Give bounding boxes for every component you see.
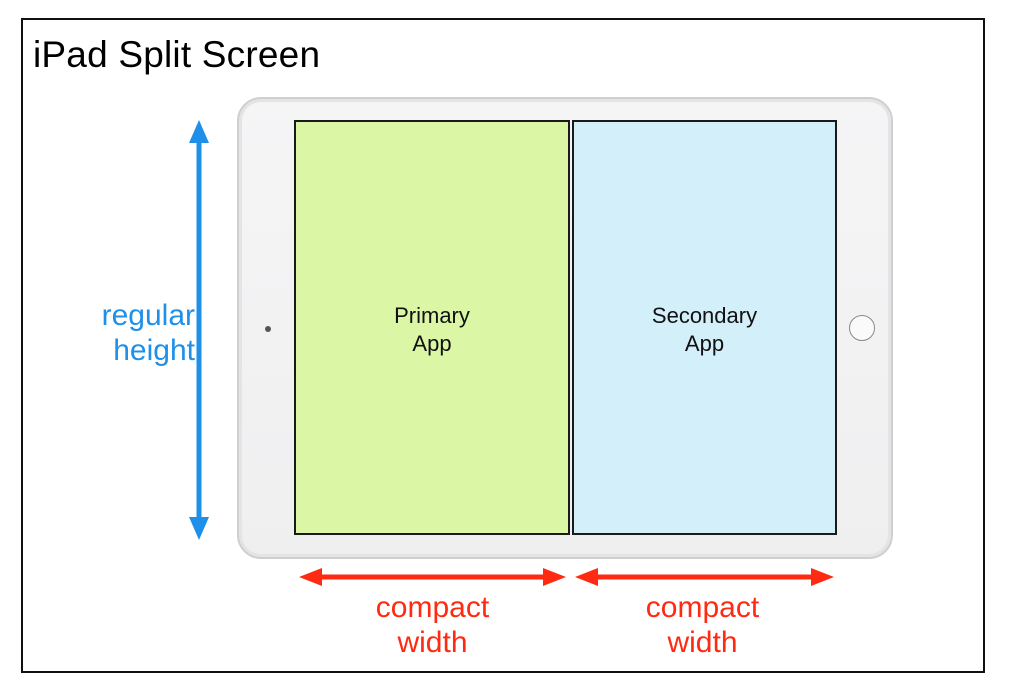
compact-width-label-left: compact width [375, 591, 490, 659]
camera-icon [265, 326, 271, 332]
primary-app-label: Primary App [394, 303, 470, 356]
diagram-frame [21, 18, 985, 673]
width-arrow-right [575, 568, 834, 586]
compact-width-label-right: compact width [645, 591, 760, 659]
primary-app-pane: Primary App [294, 120, 570, 535]
diagram-title: iPad Split Screen [33, 34, 321, 75]
secondary-app-pane: Secondary App [572, 120, 837, 535]
width-arrow-left [299, 568, 566, 586]
secondary-app-label: Secondary App [651, 303, 758, 356]
home-button-icon [849, 315, 875, 341]
height-arrow [189, 120, 209, 540]
regular-height-label: regular height [101, 299, 195, 367]
